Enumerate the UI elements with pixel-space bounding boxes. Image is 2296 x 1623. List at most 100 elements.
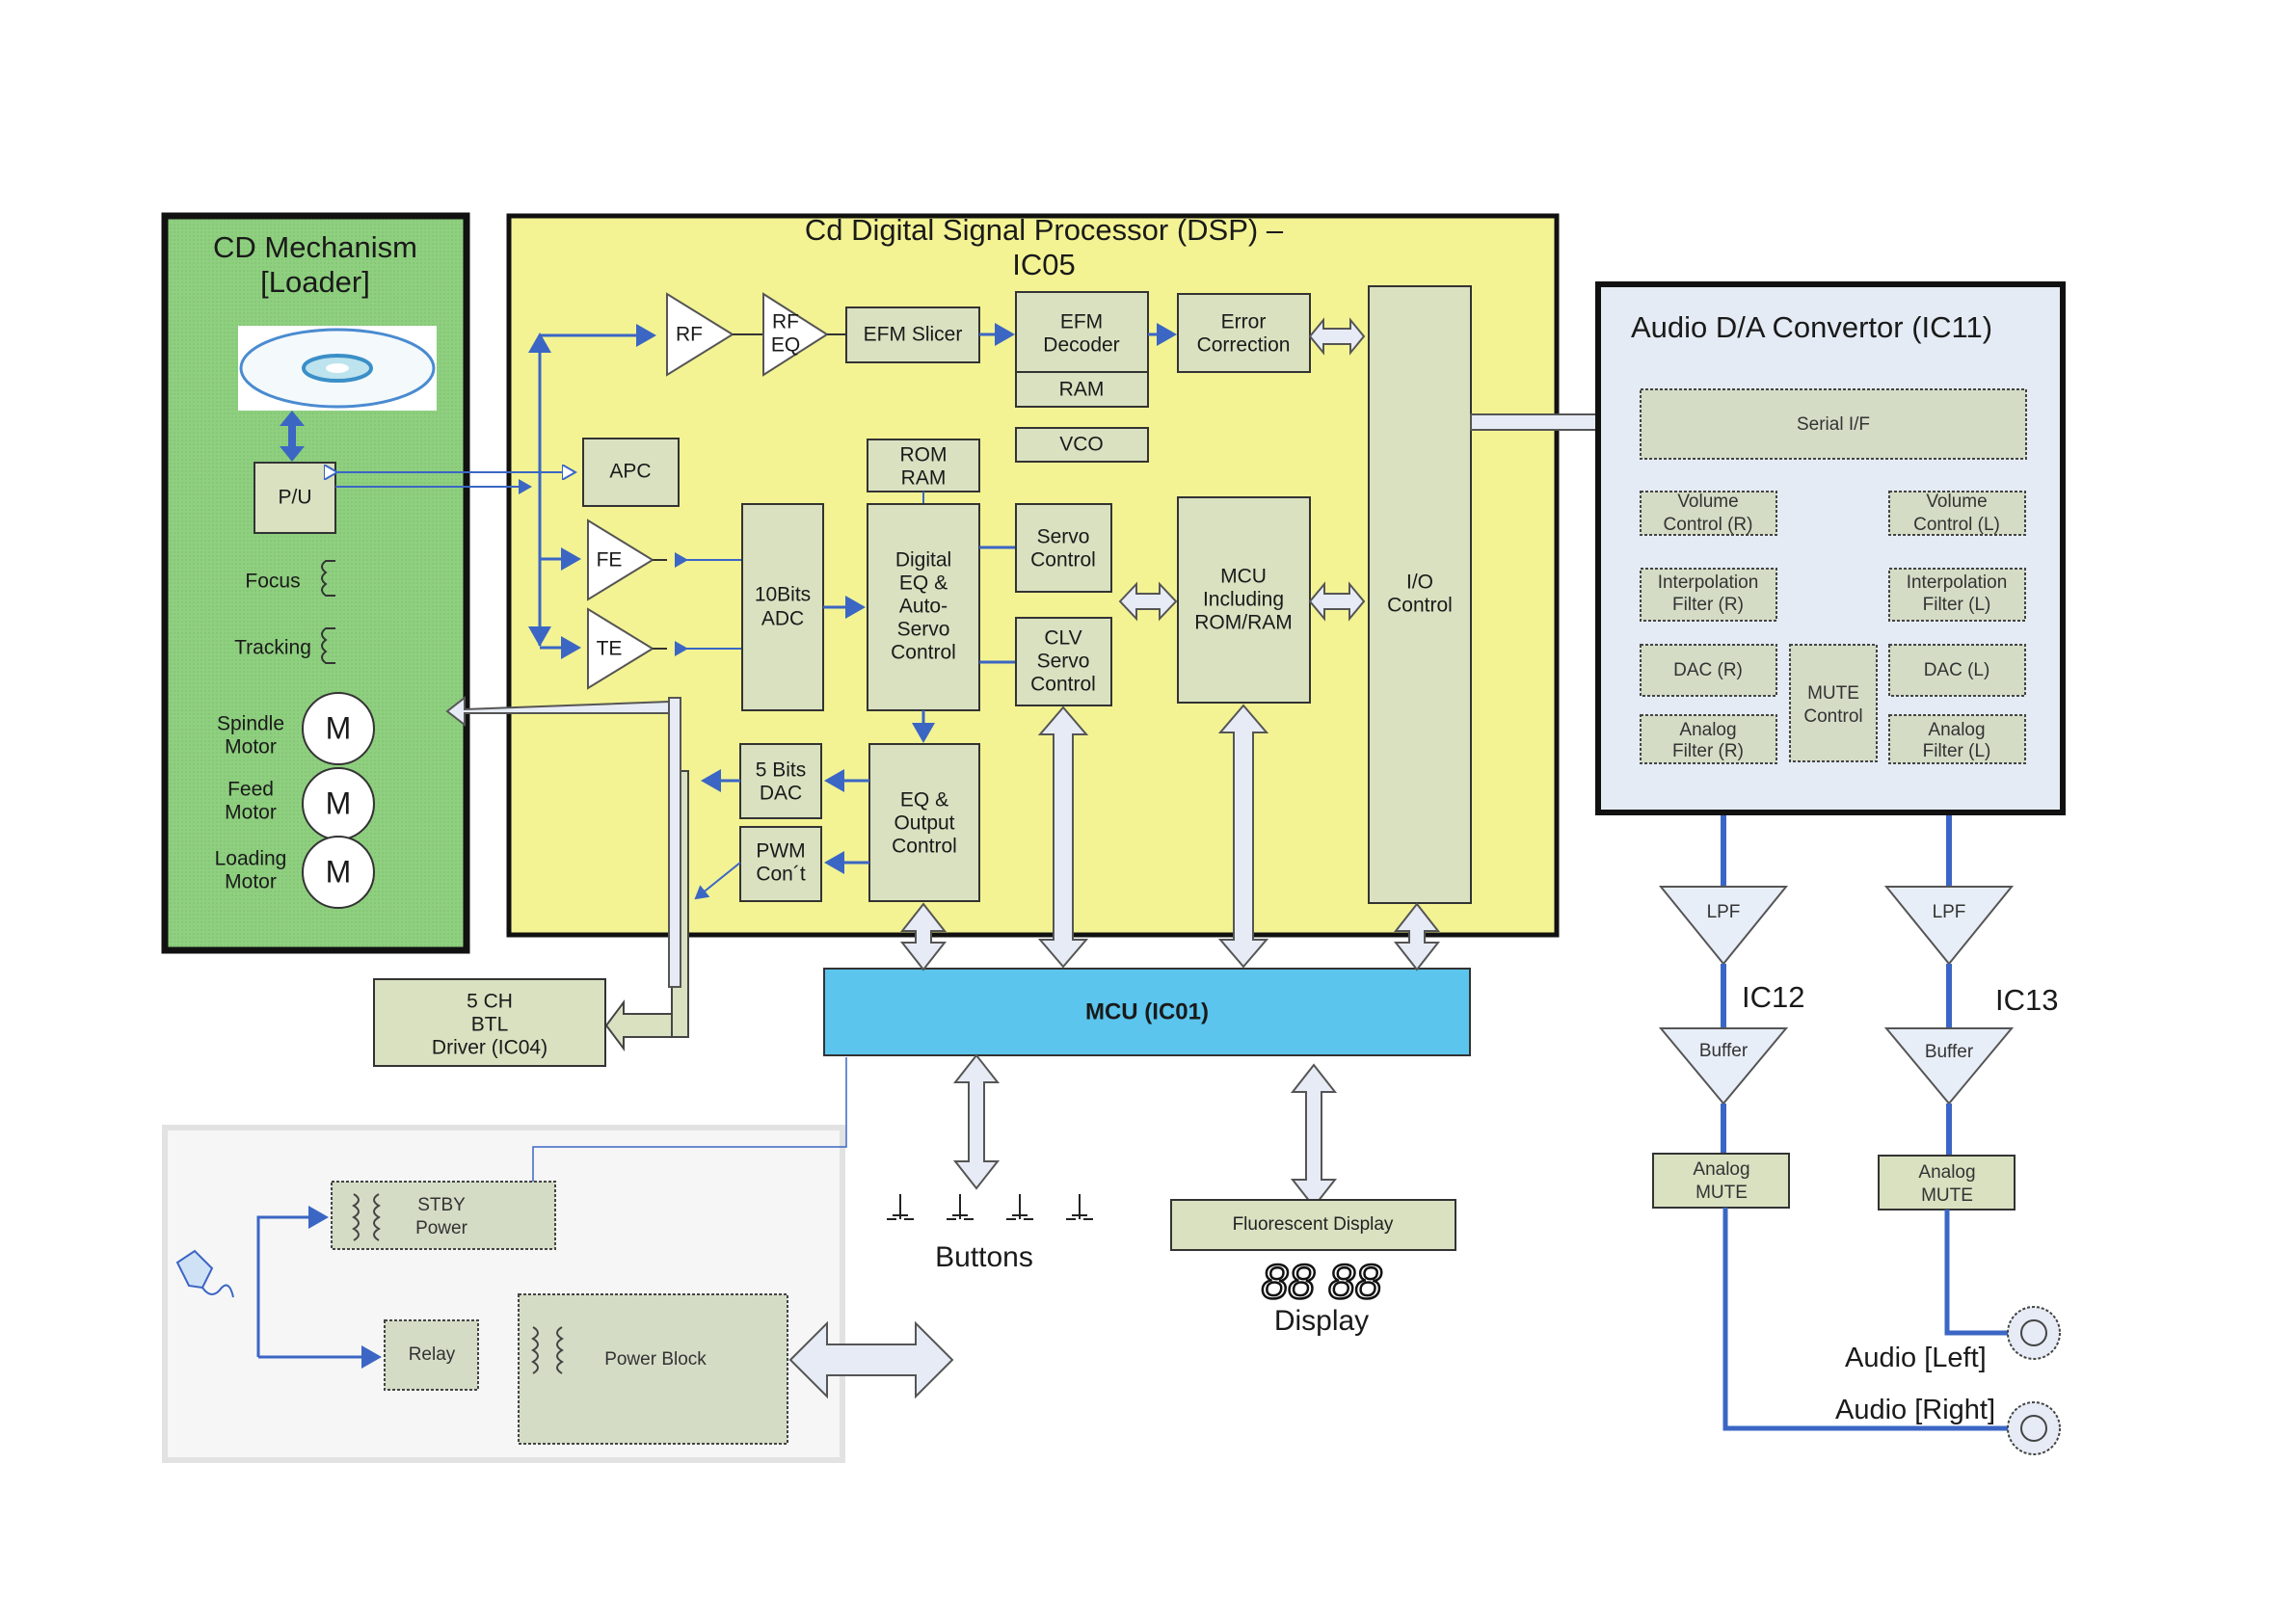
motor-symbol: M [326,710,352,745]
error-correction-label-1: Error [1221,311,1267,333]
analog-filter-r-label-2: Filter (R) [1672,741,1744,761]
clv-mcu-bus-arrow [1037,705,1089,969]
focus-coil-icon [321,560,335,597]
interp-l-label-2: Filter (L) [1923,595,1991,615]
power-block [518,1293,788,1445]
efm-slicer-label: EFM Slicer [864,324,963,346]
digital-eq-label: Digital EQ & Auto- Servo Control [891,549,956,664]
digital-eq-block [867,503,980,711]
volume-r-block [1640,491,1777,536]
io-control-label-2: Control [1387,595,1453,617]
adc-label-2: ADC [761,608,804,630]
ic13-label: IC13 [1995,983,2058,1017]
interp-r-block [1640,568,1777,622]
efm-decoder-label-1: EFM [1060,311,1103,333]
mcu-label: MCU (IC01) [1085,998,1209,1024]
display-label: Display [1274,1305,1369,1337]
loading-motor-label-1: Loading [215,848,287,870]
stby-power-label-2: Power [415,1218,468,1238]
serial-if-label: Serial I/F [1797,414,1870,435]
stby-power-label-1: STBY [417,1195,466,1215]
volume-l-label-1: Volume [1926,492,1987,512]
dac-r-label: DAC (R) [1673,660,1743,680]
adc-block [741,503,824,711]
error-correction-block [1177,293,1311,373]
mcu-internal-block [1177,496,1311,704]
spindle-motor: Spindle Motor M [217,692,375,765]
pwm-label-2: Con´t [756,864,806,886]
audio-left-label: Audio [Left] [1845,1343,1987,1373]
cd-mechanism-panel: CD Mechanism [Loader] P/U Focus Tracking… [161,212,470,954]
analog-mute-r-label-1: Analog [1693,1159,1749,1180]
spindle-motor-label-2: Motor [225,736,277,758]
fe-label: FE [597,549,623,572]
volume-r-label-2: Control (R) [1664,515,1753,535]
audio-right-jack-icon [2007,1401,2061,1455]
digital-eq-label-4: Servo [897,619,950,641]
correction-io-bus-arrow [1308,317,1366,356]
te-label: TE [597,638,623,660]
plug-stby-wire [256,1206,329,1357]
rom-ram-block [867,439,980,492]
servo-control-block [1015,503,1112,593]
analog-mute-l-block [1878,1155,2016,1211]
seven-segment-display-icon: 88 88 [1261,1255,1381,1309]
audio-dac-title: Audio D/A Convertor (IC11) [1631,310,1992,344]
buttons-label: Buttons [935,1241,1033,1273]
serial-if-block [1640,388,2027,460]
mcu-io-bus-arrow [1308,581,1366,622]
btl-driver-label-2: BTL [471,1014,509,1036]
ram-block [1015,371,1149,408]
stby-power-block [331,1181,556,1250]
mute-control-block [1789,644,1878,762]
dac5-label-1: 5 Bits [756,759,807,782]
btl-driver-block [373,978,606,1067]
spindle-motor-label-1: Spindle [217,713,284,735]
pwm-block [739,826,822,902]
servo-control-label-2: Control [1030,549,1096,572]
drive-bus-arrow [604,999,673,1051]
btl-driver-label-1: 5 CH [467,991,513,1013]
analog-filter-r-label-1: Analog [1679,720,1736,740]
analog-filter-l-block [1888,714,2026,764]
apc-block [582,438,680,507]
analog-filter-l-label-2: Filter (L) [1923,741,1991,761]
analog-mute-r-block [1652,1153,1790,1209]
loading-motor: Loading Motor M [215,836,375,909]
interp-r-label-2: Filter (R) [1672,595,1744,615]
dsp-panel: Cd Digital Signal Processor (DSP) – IC05… [335,213,1560,938]
apc-label: APC [609,461,651,483]
motor-symbol: M [326,854,352,889]
lpf-l-label: LPF [1933,902,1966,922]
ic12-label: IC12 [1742,980,1804,1014]
dsp-subtitle: IC05 [1012,248,1075,281]
fe-amp [587,519,654,601]
audio-right-label: Audio [Right] [1835,1395,1995,1425]
io-mcu-bus-arrow [1393,902,1441,971]
buttons-icon [887,1194,1093,1220]
ram-label: RAM [1059,379,1105,401]
mcu-display-bus-arrow [1290,1063,1338,1209]
analog-mute-l-label-1: Analog [1918,1162,1975,1183]
rf-eq-label-1: RF [772,311,799,333]
feed-motor-label-2: Motor [225,802,277,824]
lpf-r [1658,886,1789,966]
loading-motor-label-2: Motor [225,871,277,893]
motor-icon [302,692,375,765]
digital-eq-label-1: Digital [895,549,951,572]
relay-block [384,1319,479,1391]
analog-mute-r-label-2: MUTE [1695,1183,1748,1203]
power-plug-icon [175,1249,234,1298]
transformer-icon [352,1193,381,1241]
rf-amp [666,292,734,377]
mcu-internal-label-3: ROM/RAM [1194,612,1293,634]
rf-eq-amp [762,292,829,377]
mute-control-label-1: MUTE [1807,683,1859,704]
te-amp [587,607,654,690]
feed-motor: Feed Motor M [225,767,375,840]
power-supply-bus-arrow [788,1320,954,1399]
buffer-r-label: Buffer [1699,1041,1749,1061]
servo-control-label-1: Servo [1037,526,1090,548]
rom-ram-label-1: ROM [900,444,948,466]
buffer-r [1658,1027,1789,1105]
